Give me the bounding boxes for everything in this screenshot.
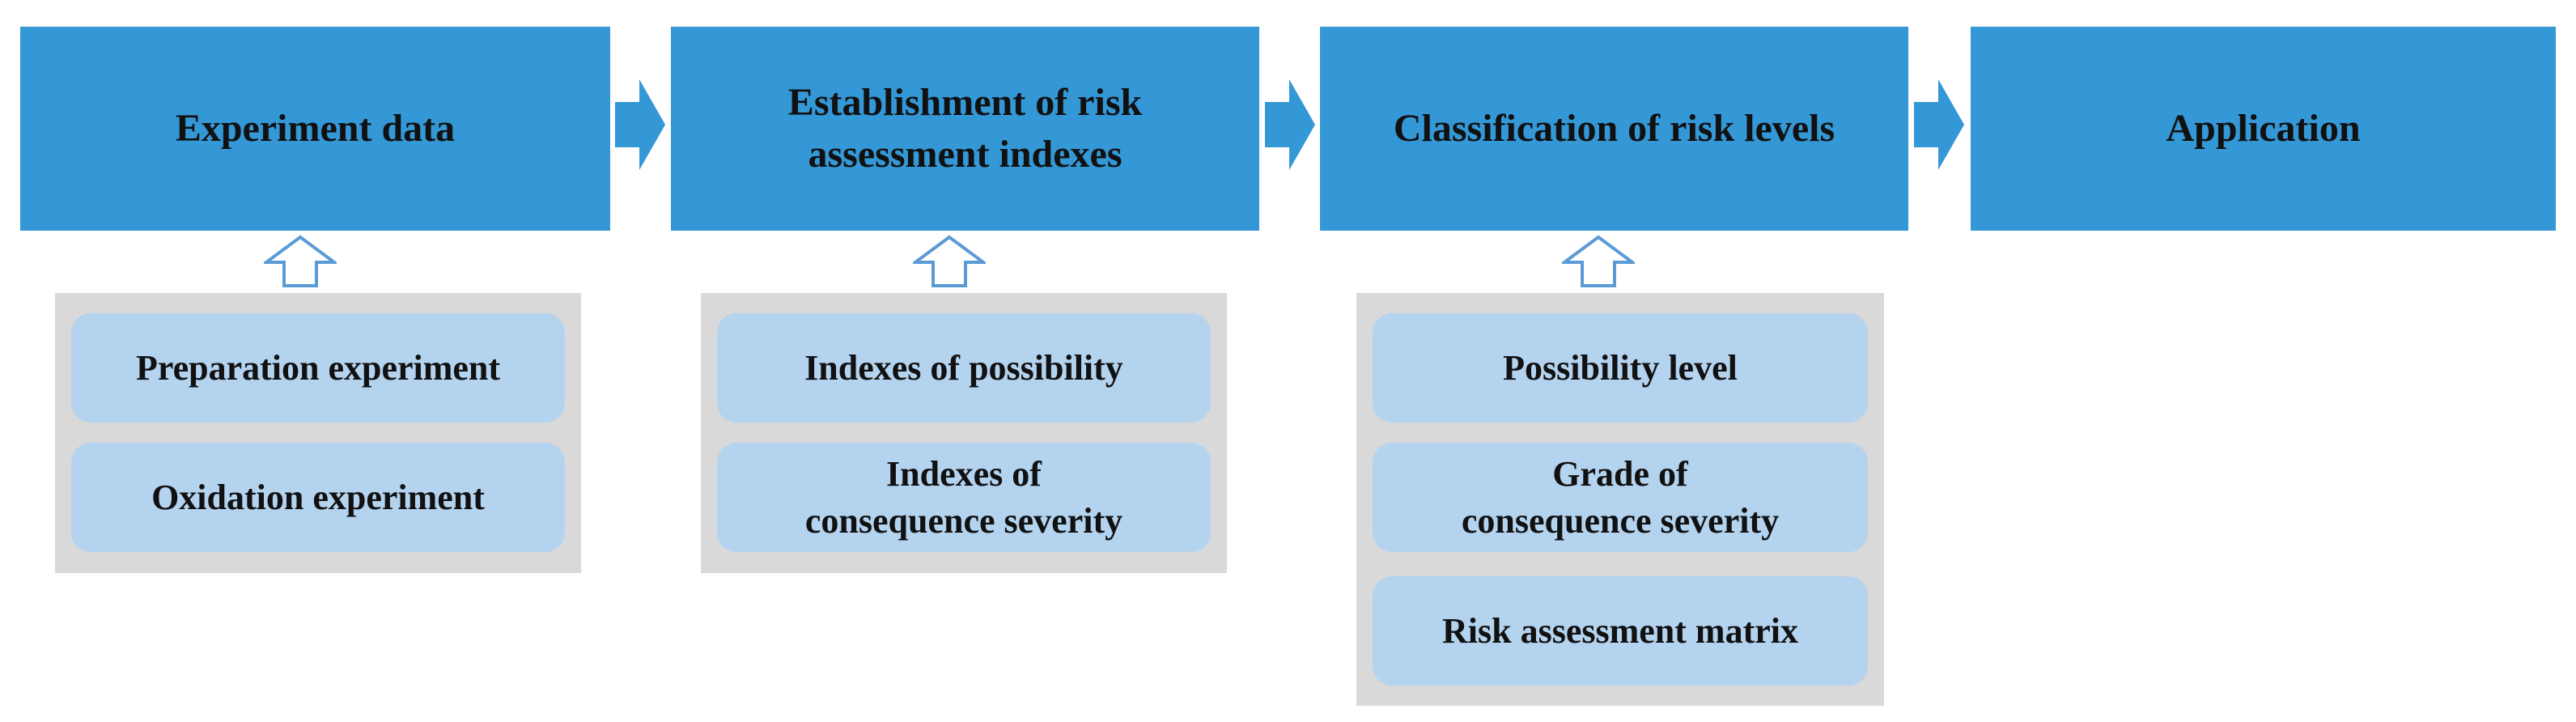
item-label: Possibility level (1503, 347, 1738, 388)
item-risk-assessment-matrix: Risk assessment matrix (1373, 576, 1868, 686)
experiment-data-group: Preparation experiment Oxidation experim… (55, 293, 581, 573)
item-indexes-of-consequence-severity: Indexes of consequence severity (717, 443, 1211, 552)
item-label: Risk assessment matrix (1442, 610, 1798, 651)
flow-right-arrow-icon (1914, 79, 1964, 170)
risk-levels-group: Possibility level Grade of consequence s… (1356, 293, 1884, 706)
item-preparation-experiment: Preparation experiment (71, 313, 565, 423)
item-label: Grade of consequence severity (1461, 453, 1780, 541)
flow-right-arrow-icon (615, 79, 665, 170)
flow-right-arrow-icon (1265, 79, 1315, 170)
stage-label: Application (2166, 107, 2361, 150)
item-oxidation-experiment: Oxidation experiment (71, 443, 565, 552)
risk-indexes-group: Indexes of possibility Indexes of conseq… (701, 293, 1227, 573)
item-label: Preparation experiment (135, 347, 501, 388)
stage-label: Classification of risk levels (1393, 107, 1835, 150)
stage-risk-assessment-indexes: Establishment of risk assessment indexes (668, 24, 1262, 233)
stage-label: Experiment data (175, 107, 456, 150)
item-label: Oxidation experiment (151, 477, 485, 517)
stage-application: Application (1968, 24, 2558, 233)
stage-label: Establishment of risk assessment indexes (787, 81, 1143, 176)
item-grade-of-consequence-severity: Grade of consequence severity (1373, 443, 1868, 552)
hollow-up-arrow-icon (1562, 235, 1635, 287)
hollow-up-arrow-icon (264, 235, 337, 287)
item-indexes-of-possibility: Indexes of possibility (717, 313, 1211, 423)
item-label: Indexes of possibility (804, 347, 1123, 388)
item-label: Indexes of consequence severity (804, 453, 1123, 541)
stage-experiment-data: Experiment data (18, 24, 613, 233)
hollow-up-arrow-icon (913, 235, 986, 287)
item-possibility-level: Possibility level (1373, 313, 1868, 423)
stage-risk-level-classification: Classification of risk levels (1318, 24, 1911, 233)
